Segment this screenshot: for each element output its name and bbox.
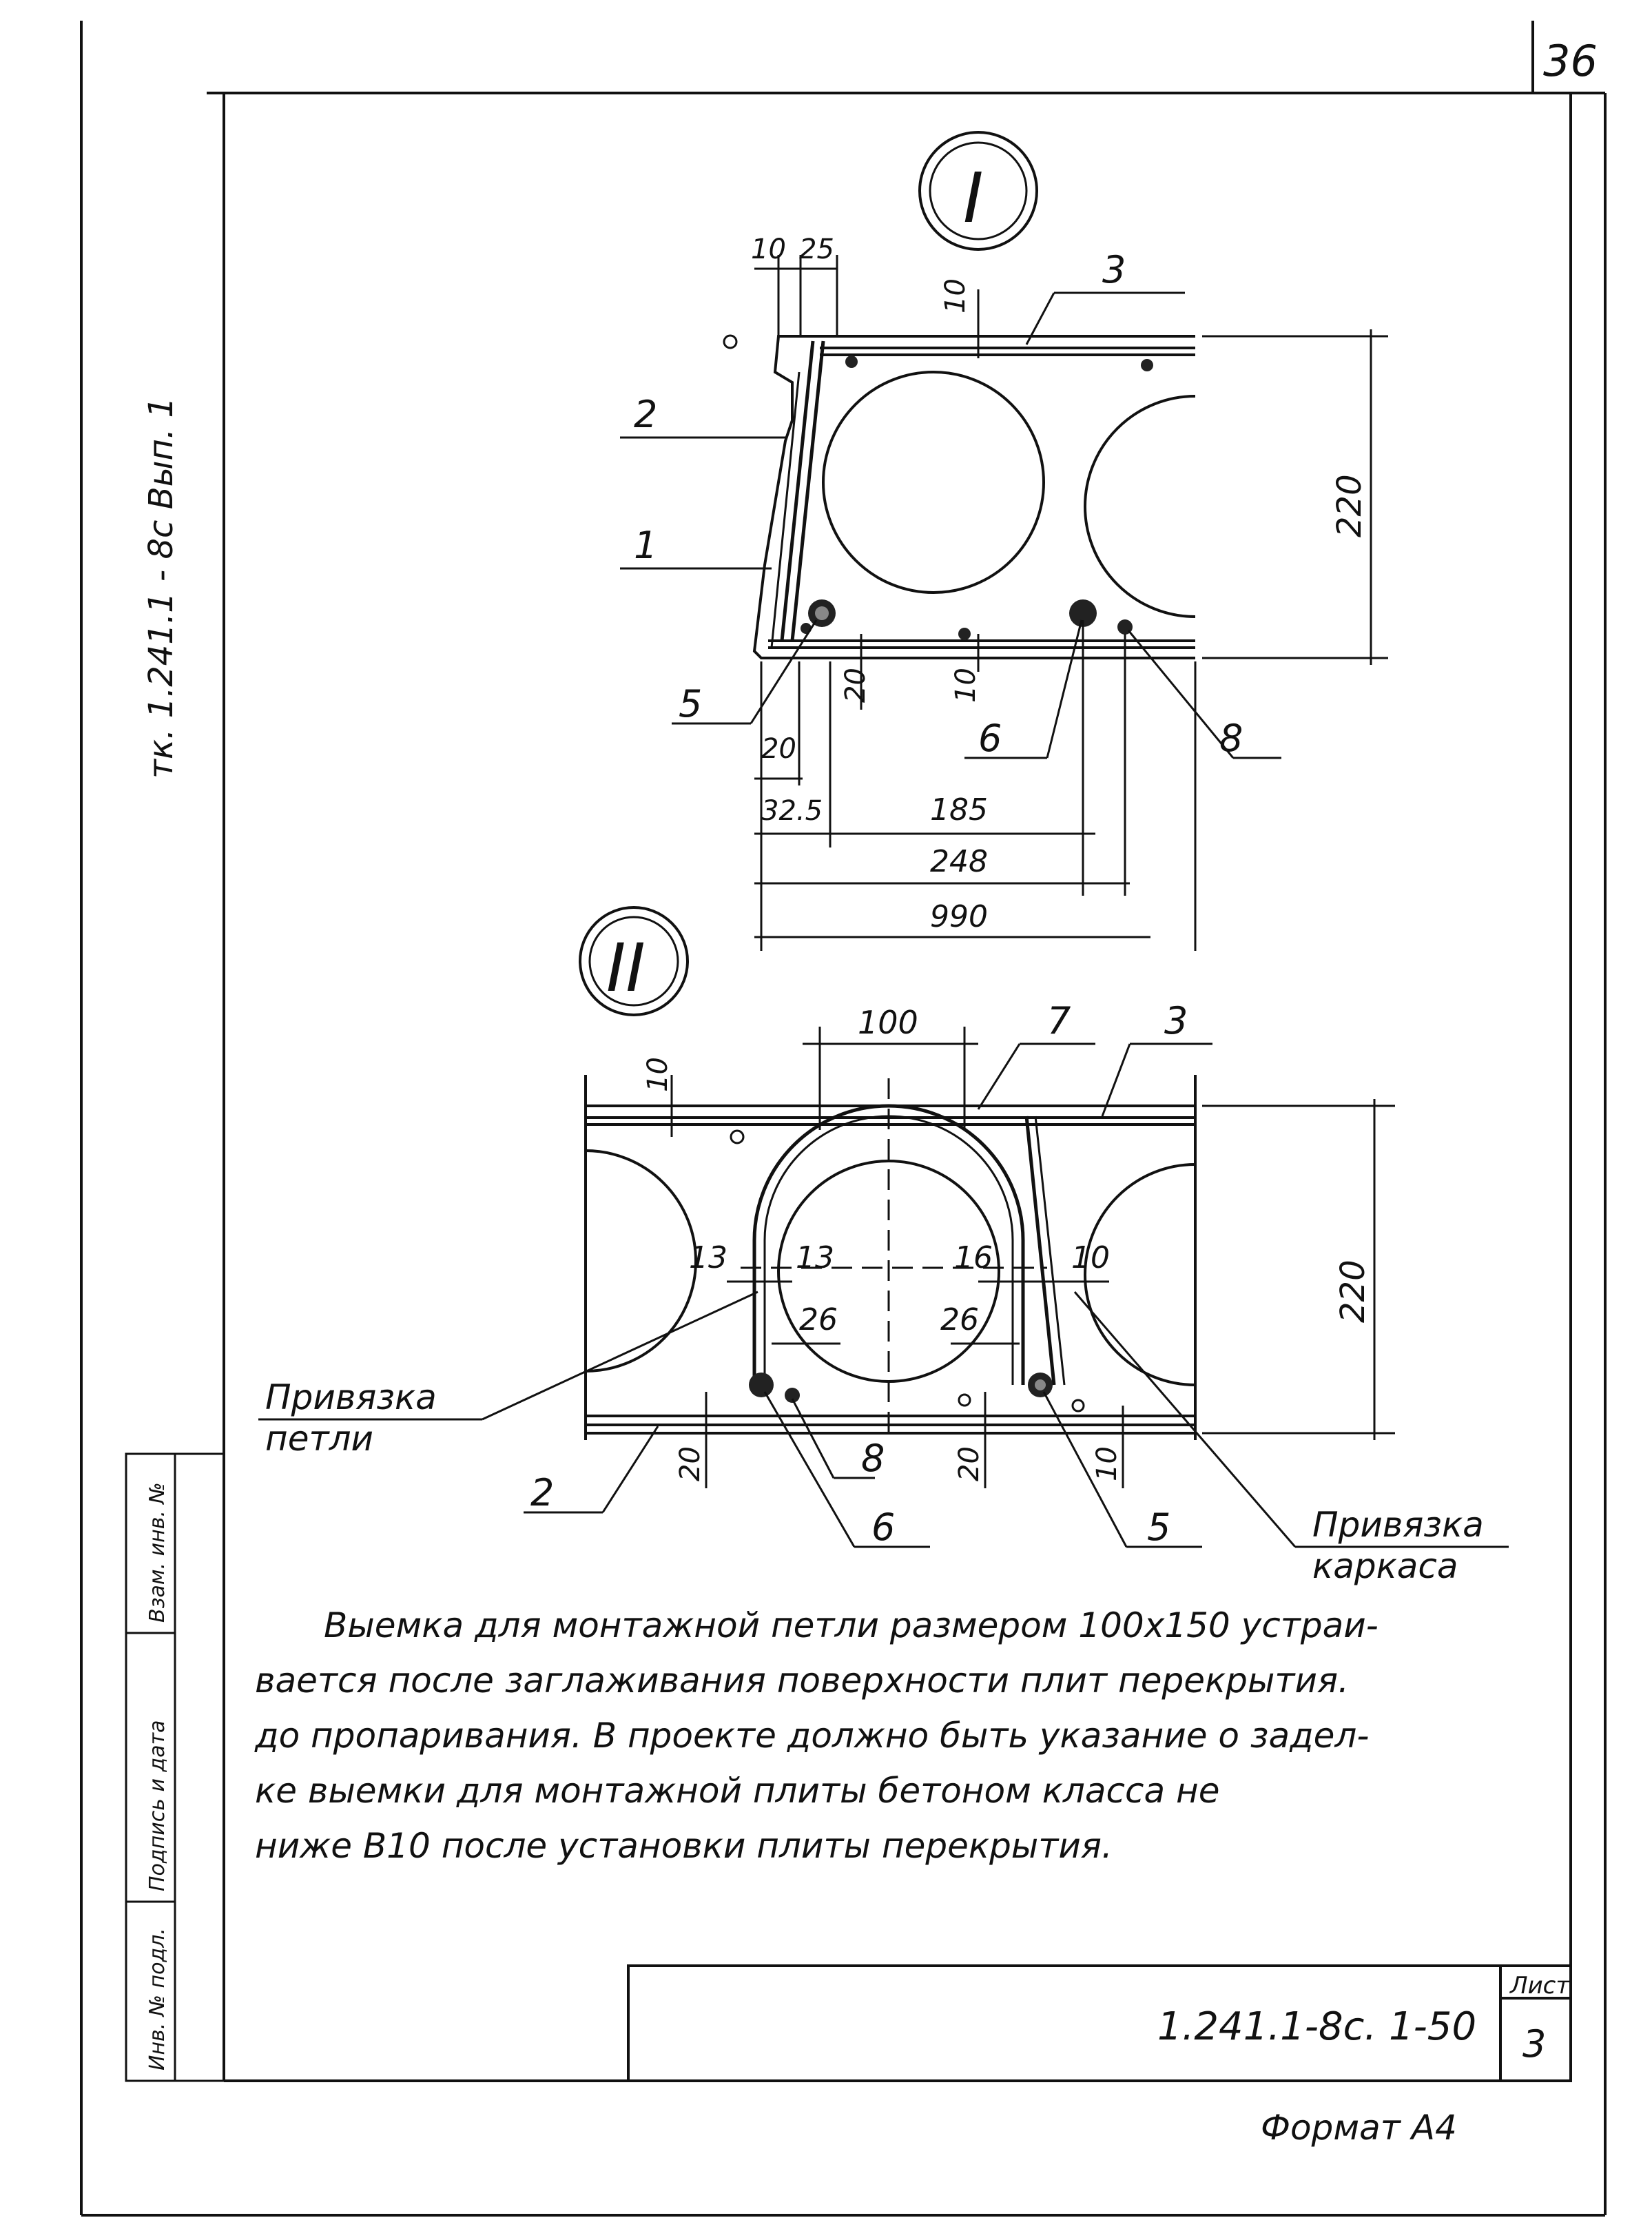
callout-I-3: 3 [1102,248,1126,291]
dim-I-10b: 10 [940,278,971,314]
sidebar-columns [125,1452,225,2082]
dim-II-13b: 13 [796,1240,834,1275]
sheet-number: 3 [1522,2022,1546,2066]
callout-I-6: 6 [978,717,1002,760]
dim-I-10a: 10 [751,234,786,265]
detail-II: II [258,906,1509,1586]
side-stamp: тк. 1.241.1 - 8с Вып. 1 [142,397,180,779]
callout-I-5: 5 [679,682,702,726]
note-line: ке выемки для монтажной плиты бетоном кл… [255,1771,1220,1811]
sidebar-label-replace: Взам. инв. № [145,1482,169,1623]
format-label: Формат А4 [1261,2108,1457,2148]
note-line: Выемка для монтажной петли размером 100х… [324,1605,1379,1645]
note-line: вается после заглаживания поверхности пл… [255,1661,1349,1700]
dim-II-10c: 10 [1071,1240,1110,1275]
detail-I: I [620,131,1388,951]
label-frame-2: каркаса [1312,1546,1458,1586]
dim-I-20v: 20 [840,668,871,703]
dim-II-220: 220 [1334,1260,1372,1323]
dim-I-248: 248 [930,844,988,879]
doc-code: 1.241.1-8с. 1-50 [1157,2004,1476,2049]
sidebar-label-inv: Инв. № подл. [145,1928,169,2071]
sidebar-label-sign: Подпись и дата [145,1720,169,1892]
dim-II-13a: 13 [689,1240,727,1275]
detail-I-dimensions [754,255,1388,951]
callout-II-6: 6 [871,1506,895,1549]
label-loop-1: Привязка [265,1377,437,1417]
label-loop-2: петли [265,1419,373,1459]
detail-II-dimensions [670,1027,1395,1488]
title-block [627,1964,1572,2082]
dim-II-10: 10 [642,1057,674,1092]
callout-II-8: 8 [861,1437,885,1480]
dim-I-990: 990 [930,899,988,934]
sheet-label: Лист [1509,1972,1570,2000]
dim-I-20h: 20 [761,733,796,765]
dim-I-10v: 10 [950,668,982,703]
dim-I-220: 220 [1330,474,1369,537]
dim-I-185: 185 [930,792,988,828]
page-number: 36 [1543,36,1598,86]
detail-II-bars [730,1129,1085,1412]
note-line: ниже В10 после установки плиты перекрыти… [255,1826,1113,1866]
callout-I-2: 2 [634,393,657,436]
detail-II-centerlines [741,1078,1047,1433]
detail-I-bars [723,334,1153,640]
callout-II-3: 3 [1164,999,1188,1042]
callout-II-7: 7 [1047,999,1071,1042]
sheet-frame [80,21,1607,2217]
dim-II-10b: 10 [1091,1446,1123,1481]
callout-I-8: 8 [1219,717,1243,760]
detail-II-title: II [606,929,646,1007]
detail-I-title: I [963,158,984,238]
dim-II-20a: 20 [674,1446,706,1481]
callout-I-1: 1 [634,524,657,567]
detail-I-leaders [620,291,1281,759]
dim-II-16: 16 [954,1240,993,1275]
dim-II-100: 100 [858,1004,918,1041]
callout-II-2: 2 [530,1471,554,1514]
dim-II-26a: 26 [799,1302,838,1337]
detail-II-leaders [258,1042,1509,1548]
label-frame-1: Привязка [1312,1505,1484,1545]
dim-I-25: 25 [799,234,834,265]
dim-II-20b: 20 [953,1446,985,1481]
dim-I-32-5: 32.5 [761,795,823,827]
note-line: до пропаривания. В проекте должно быть у… [255,1716,1370,1756]
dim-II-26b: 26 [940,1302,979,1337]
callout-II-5: 5 [1147,1506,1170,1549]
